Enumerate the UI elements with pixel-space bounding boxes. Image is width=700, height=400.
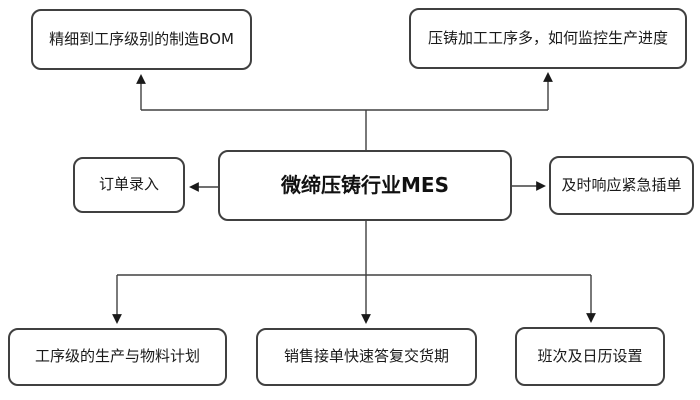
node-manufacturing-bom: 精细到工序级别的制造BOM [31, 9, 252, 70]
node-delivery-date-reply: 销售接单快速答复交货期 [256, 328, 477, 386]
node-production-material-plan-label: 工序级的生产与物料计划 [34, 347, 200, 366]
node-urgent-order-response: 及时响应紧急插单 [549, 156, 694, 215]
node-central-mes: 微缔压铸行业MES [218, 150, 512, 221]
node-delivery-date-reply-label: 销售接单快速答复交货期 [283, 347, 449, 366]
node-production-progress-monitoring: 压铸加工工序多，如何监控生产进度 [409, 8, 687, 69]
node-urgent-order-response-label: 及时响应紧急插单 [561, 175, 682, 194]
node-production-progress-monitoring-label: 压铸加工工序多，如何监控生产进度 [427, 28, 668, 47]
node-shift-calendar-settings-label: 班次及日历设置 [537, 346, 643, 365]
node-central-mes-label: 微缔压铸行业MES [281, 173, 449, 197]
node-manufacturing-bom-label: 精细到工序级别的制造BOM [49, 29, 234, 48]
node-production-material-plan: 工序级的生产与物料计划 [8, 328, 227, 386]
node-order-entry: 订单录入 [73, 157, 185, 213]
node-order-entry-label: 订单录入 [98, 175, 159, 194]
node-shift-calendar-settings: 班次及日历设置 [515, 327, 665, 386]
